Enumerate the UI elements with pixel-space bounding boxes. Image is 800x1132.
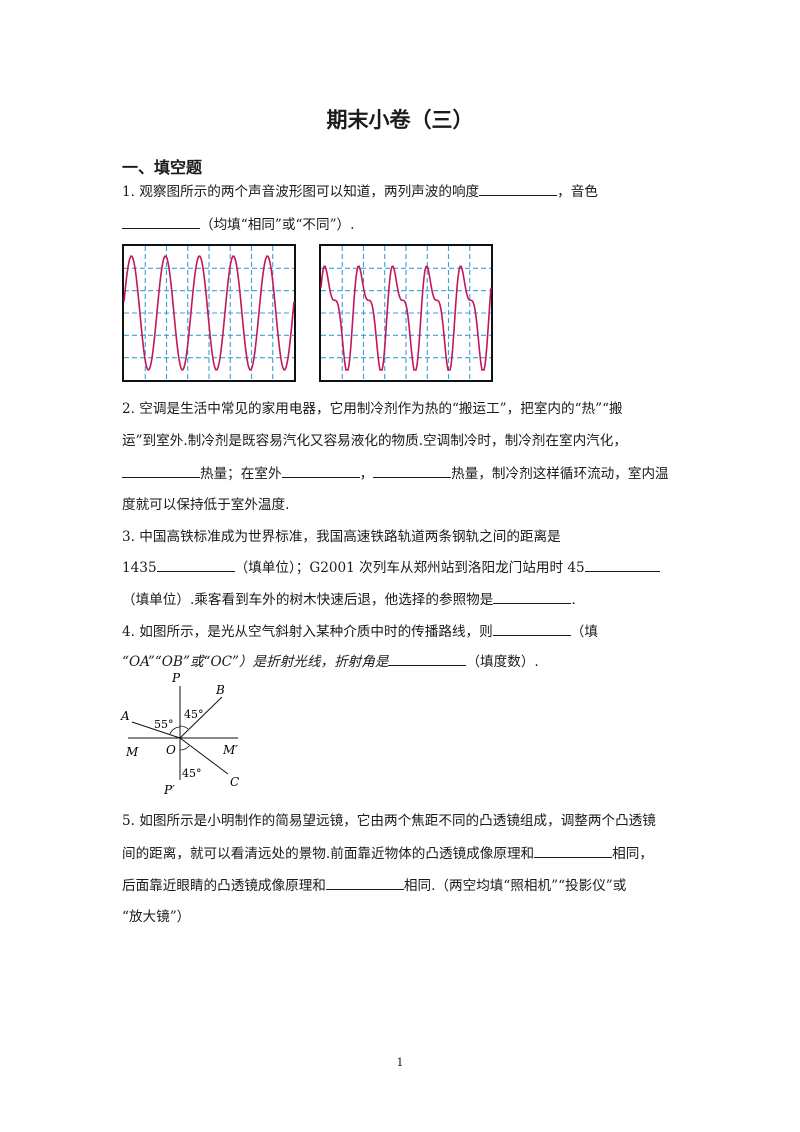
ray-oc xyxy=(179,737,229,775)
q5-line-4: “放大镜”） xyxy=(122,909,191,925)
label-p-prime: P′ xyxy=(163,783,175,795)
waveform-curve xyxy=(123,255,295,371)
q4-text-c: “OA”“OB”或“OC”）是折射光线，折射角是 xyxy=(122,654,389,670)
waveform-1 xyxy=(122,244,296,382)
q1-text-2: ，音色 xyxy=(557,184,598,200)
ray-ob xyxy=(179,696,223,739)
q1-text: 1. 观察图所示的两个声音波形图可以知道，两列声波的响度 xyxy=(122,184,480,200)
ray-ao xyxy=(131,721,181,739)
waveform-figure-1 xyxy=(122,244,296,382)
answer-blank[interactable] xyxy=(584,557,660,572)
q2-line-1: 2. 空调是生活中常见的家用电器，它用制冷剂作为热的“搬运工”，把室内的“热”“… xyxy=(122,401,623,417)
q4-line-1: 4. 如图所示，是光从空气斜射入某种介质中时的传播路线，则 （填 xyxy=(122,621,598,642)
label-a: A xyxy=(120,709,130,723)
q1-line-1: 1. 观察图所示的两个声音波形图可以知道，两列声波的响度 ，音色 xyxy=(122,181,598,202)
refraction-diagram-svg: P B A M O M′ P′ C 45° 55° 45° xyxy=(120,671,239,797)
q3-text-b: （填单位）；G2001 次列车从郑州站到洛阳龙门站用时 45 xyxy=(234,560,585,576)
q3-text-a: 1435 xyxy=(122,560,157,576)
q2-line-3: 热量；在室外 ， 热量，制冷剂这样循环流动，室内温 xyxy=(122,463,669,484)
answer-blank[interactable] xyxy=(281,463,360,478)
answer-blank[interactable] xyxy=(122,463,200,478)
scope-frame xyxy=(122,244,296,382)
q2-text-c: 热量，制冷剂这样循环流动，室内温 xyxy=(451,466,669,482)
q5-text-b: 相同， xyxy=(612,846,653,862)
waveform-figure-2 xyxy=(319,244,493,382)
label-c: C xyxy=(230,775,239,789)
q5-text-d: 相同.（两空均填“照相机”“投影仪”或 xyxy=(403,878,627,894)
label-m: M xyxy=(125,745,139,759)
q2-line-2: 运”到室外.制冷剂是既容易汽化又容易液化的物质.空调制冷时，制冷剂在室内汽化， xyxy=(122,433,627,449)
q4-line-2: “OA”“OB”或“OC”）是折射光线，折射角是 （填度数）. xyxy=(122,651,539,672)
q1-line-2: （均填“相同”或“不同”）. xyxy=(122,214,354,235)
refraction-diagram: P B A M O M′ P′ C 45° 55° 45° xyxy=(118,670,258,797)
scope-frame xyxy=(319,244,493,382)
q3-line-1: 3. 中国高铁标准成为世界标准，我国高速铁路轨道两条钢轨之间的距离是 xyxy=(122,529,561,545)
q4-text-d: （填度数）. xyxy=(466,654,539,670)
angle-label-45-top: 45° xyxy=(184,708,204,721)
angle-label-55: 55° xyxy=(154,718,174,731)
q5-text-c: 后面靠近眼睛的凸透镜成像原理和 xyxy=(122,878,326,894)
q3-text-c: （填单位）.乘客看到车外的树木快速后退，他选择的参照物是 xyxy=(122,592,494,608)
q3-line-2: 1435 （填单位）；G2001 次列车从郑州站到洛阳龙门站用时 45 xyxy=(122,557,660,578)
waveform-curve xyxy=(320,265,492,371)
q5-text-a: 间的距离，就可以看清远处的景物.前面靠近物体的凸透镜成像原理和 xyxy=(122,846,535,862)
answer-blank[interactable] xyxy=(373,463,452,478)
section-heading: 一、填空题 xyxy=(122,158,203,177)
answer-blank[interactable] xyxy=(479,181,558,196)
waveform-2 xyxy=(319,244,493,382)
answer-blank[interactable] xyxy=(534,843,613,858)
q5-line-2: 间的距离，就可以看清远处的景物.前面靠近物体的凸透镜成像原理和 相同， xyxy=(122,843,653,864)
q3-line-3: （填单位）.乘客看到车外的树木快速后退，他选择的参照物是. xyxy=(122,589,576,610)
q3-text-d: . xyxy=(571,592,576,608)
page-title: 期末小卷（三） xyxy=(326,108,474,132)
label-m-prime: M′ xyxy=(222,743,238,757)
q2-line-4: 度就可以保持低于室外温度. xyxy=(122,497,290,513)
answer-blank[interactable] xyxy=(122,214,200,229)
q2-text-b: ， xyxy=(359,466,374,482)
angle-arc-bottom xyxy=(179,745,190,751)
angle-arc-top xyxy=(179,725,189,730)
label-p: P xyxy=(171,671,181,685)
q4-text-a: 4. 如图所示，是光从空气斜射入某种介质中时的传播路线，则 xyxy=(122,624,493,640)
angle-label-45-bottom: 45° xyxy=(182,767,202,780)
q5-line-1: 5. 如图所示是小明制作的简易望远镜，它由两个焦距不同的凸透镜组成，调整两个凸透… xyxy=(122,813,656,829)
answer-blank[interactable] xyxy=(156,557,235,572)
label-b: B xyxy=(215,683,225,697)
answer-blank[interactable] xyxy=(493,589,572,604)
answer-blank[interactable] xyxy=(492,621,571,636)
q4-text-b: （填 xyxy=(570,624,598,640)
angle-arc-left xyxy=(169,726,181,735)
label-o: O xyxy=(166,743,176,757)
q2-text-a: 热量；在室外 xyxy=(200,466,282,482)
answer-blank[interactable] xyxy=(325,875,404,890)
page-number: 1 xyxy=(396,1056,404,1069)
q5-line-3: 后面靠近眼睛的凸透镜成像原理和 相同.（两空均填“照相机”“投影仪”或 xyxy=(122,875,626,896)
answer-blank[interactable] xyxy=(388,651,467,666)
q1-text-3: （均填“相同”或“不同”）. xyxy=(200,217,355,233)
